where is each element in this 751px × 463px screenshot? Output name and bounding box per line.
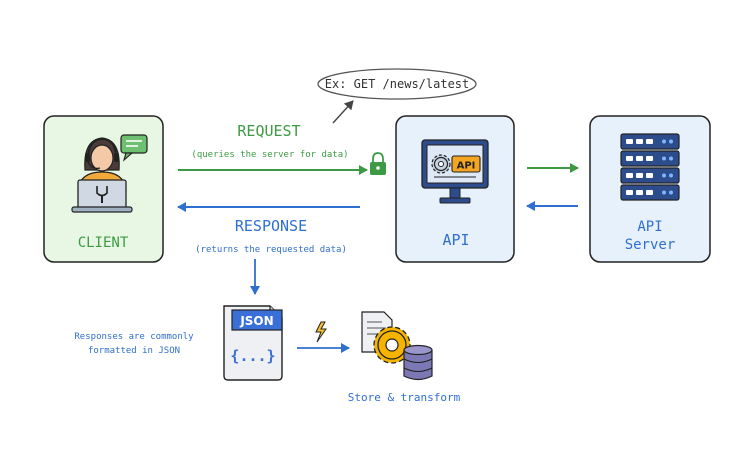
api-monitor-icon: API [421, 139, 489, 204]
gear-icon [431, 154, 451, 174]
json-note-line1: Responses are commonly [74, 332, 194, 342]
response-label: RESPONSE [235, 217, 307, 235]
database-icon [403, 344, 433, 381]
api-server-box: API Server [589, 115, 711, 263]
store-transform-icon [361, 311, 433, 381]
server-rack-icon [620, 133, 680, 201]
client-label: CLIENT [78, 235, 129, 251]
json-note-line2: formatted in JSON [88, 346, 180, 356]
client-box: CLIENT [43, 115, 164, 263]
response-caption: (returns the requested data) [195, 245, 347, 255]
request-label: REQUEST [237, 122, 300, 140]
support-agent-icon [71, 134, 148, 213]
store-transform-label: Store & transform [348, 391, 461, 404]
json-braces: {...} [230, 347, 275, 365]
lock-icon [370, 152, 386, 175]
bubble-pointer-arrow [332, 100, 354, 124]
api-box: API API [395, 115, 515, 263]
json-file-icon: JSON {...} [223, 305, 283, 381]
lightning-icon [315, 321, 327, 343]
request-caption: (queries the server for data) [191, 150, 348, 160]
example-request-text: Ex: GET /news/latest [325, 77, 470, 91]
example-request-bubble: Ex: GET /news/latest [317, 68, 477, 100]
api-icon-text: API [457, 161, 476, 172]
transform-gear-icon [373, 326, 411, 364]
api-server-label-line2: Server [625, 237, 676, 253]
api-label: API [442, 231, 469, 249]
api-server-label-line1: API [637, 219, 662, 235]
json-tab-label: JSON [239, 314, 273, 328]
